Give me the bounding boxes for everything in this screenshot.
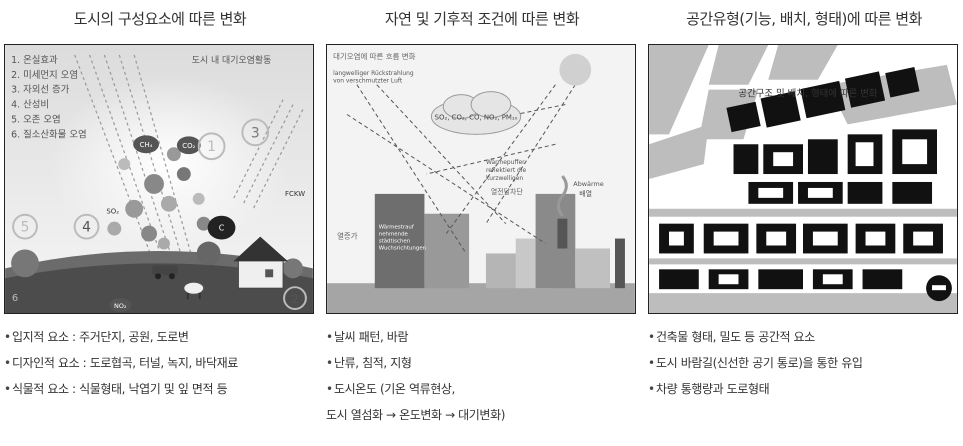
animal-icon — [183, 281, 205, 300]
left-label: 열증가 — [337, 232, 358, 241]
gas-label: CO₂ — [182, 142, 195, 150]
building-note: Wuchsrichtungen — [379, 245, 426, 251]
list-item: 2. 미세먼지 오염 — [11, 70, 78, 81]
bullet-item: •디자인적 요소 : 도로협곡, 터널, 녹지, 바닥재료 — [4, 356, 238, 370]
pollution-list: 1. 온실효과 2. 미세먼지 오염 3. 자외선 증가 4. 산성비 5. 오… — [11, 55, 87, 140]
right-label: Abwärme — [573, 180, 604, 188]
number-marker: 2 — [291, 292, 299, 306]
bullet-item: •날씨 패턴, 바람 — [326, 330, 409, 344]
bullet-item: •식물적 요소 : 식물형태, 낙엽기 및 잎 면적 등 — [4, 382, 228, 396]
note-text: reflektiert die — [486, 167, 527, 174]
bullet-item: •도시온도 (기온 역류현상, — [326, 382, 455, 396]
panel-header: 도시 내 대기오염활동 — [192, 54, 272, 66]
house-icon — [233, 236, 289, 289]
bullet-item: •건축물 형태, 밀도 등 공간적 요소 — [648, 330, 815, 344]
buildings — [327, 193, 635, 313]
bullet-item: •입지적 요소 : 주거단지, 공원, 도로변 — [4, 330, 189, 344]
gas-bubbles: CH₄ CO₂ SO₂ FCKW NO₂ C — [106, 135, 305, 313]
column-title: 공간유형(기능, 배치, 형태)에 따른 변화 — [686, 10, 922, 28]
chimney — [557, 218, 568, 249]
sun-icon — [559, 53, 592, 86]
cloud-label: SO₂, CO₂, CO, NO₂, PM₁₀ — [435, 113, 518, 121]
building-note: Wärmestrauf — [379, 225, 415, 231]
bullet-list: •날씨 패턴, 바람 •난류, 침적, 지형 •도시온도 (기온 역류현상, 도… — [326, 330, 646, 434]
flow-arrows — [346, 84, 576, 254]
panel-subheader: von verschmutzter Luft — [333, 78, 403, 85]
urban-layout-svg: 공간구조 및 배치, 형태에 따른 변화 — [649, 45, 957, 313]
bullet-list: •입지적 요소 : 주거단지, 공원, 도로변 •디자인적 요소 : 도로협곡,… — [4, 330, 324, 408]
list-item: 3. 자외선 증가 — [11, 84, 70, 96]
number-markers — [12, 118, 307, 311]
note-label: 열전달차단 — [491, 187, 524, 196]
illustration-climate-flow: SO₂, CO₂, CO, NO₂, PM₁₀ 대기오염에 따른 흐름 변화 l… — [326, 44, 636, 314]
urban-pollution-svg: 1. 온실효과 2. 미세먼지 오염 3. 자외선 증가 4. 산성비 5. 오… — [5, 45, 313, 313]
tree-icon — [11, 249, 39, 278]
building-note: städtischen — [379, 239, 410, 245]
right-sublabel: 배열 — [579, 189, 592, 198]
building-note: nehmende — [379, 232, 409, 238]
note-text: Wärmepuffer — [486, 159, 525, 166]
compass-icon — [926, 275, 952, 302]
number-marker: 3 — [251, 125, 260, 141]
illustration-urban-layout: 공간구조 및 배치, 형태에 따른 변화 — [648, 44, 958, 314]
number-marker: 5 — [21, 220, 30, 236]
bullet-item: •난류, 침적, 지형 — [326, 356, 412, 370]
tree-icon — [283, 258, 303, 279]
number-marker: 1 — [207, 139, 216, 155]
list-item: 6. 질소산화물 오염 — [11, 128, 87, 140]
number-marker: 4 — [82, 220, 91, 236]
smoke — [556, 175, 568, 217]
chimney — [615, 238, 625, 289]
pollution-particles — [107, 147, 211, 250]
column-title: 자연 및 기후적 조건에 따른 변화 — [384, 10, 580, 28]
number-marker: 6 — [12, 293, 18, 304]
list-item: 5. 오존 오염 — [11, 114, 61, 125]
bullet-list: •건축물 형태, 밀도 등 공간적 요소 •도시 바람길(신선한 공기 통로)을… — [648, 330, 963, 408]
cloud-icon — [430, 91, 522, 135]
panel-subheader: langwelliger Rückstrahlung — [333, 70, 414, 77]
gas-label: CH₄ — [140, 141, 153, 149]
sun-rays — [74, 54, 304, 264]
illustration-urban-pollution: 1. 온실효과 2. 미세먼지 오염 3. 자외선 증가 4. 산성비 5. 오… — [4, 44, 314, 314]
gas-label: SO₂ — [106, 208, 119, 216]
list-item: 1. 온실효과 — [11, 55, 58, 66]
list-item: 4. 산성비 — [11, 100, 49, 111]
note-text: kurzwelligen — [486, 175, 523, 182]
column-title: 도시의 구성요소에 따른 변화 — [73, 10, 247, 28]
building-blocks — [659, 66, 943, 290]
tree-icon — [196, 241, 221, 266]
gas-label: NO₂ — [114, 302, 127, 310]
bullet-item: •차량 통행량과 도로형태 — [648, 382, 770, 396]
panel-header: 공간구조 및 배치, 형태에 따른 변화 — [738, 88, 877, 100]
car-icon — [152, 265, 178, 280]
climate-flow-svg: SO₂, CO₂, CO, NO₂, PM₁₀ 대기오염에 따른 흐름 변화 l… — [327, 45, 635, 313]
gas-label: FCKW — [285, 190, 305, 198]
gas-label: C — [219, 224, 225, 233]
bullet-item: •도시 바람길(신선한 공기 통로)을 통한 유입 — [648, 356, 863, 370]
panel-header: 대기오염에 따른 흐름 변화 — [333, 52, 416, 61]
bullet-item-continuation: 도시 열섬화 → 온도변화 → 대기변화) — [326, 408, 505, 422]
